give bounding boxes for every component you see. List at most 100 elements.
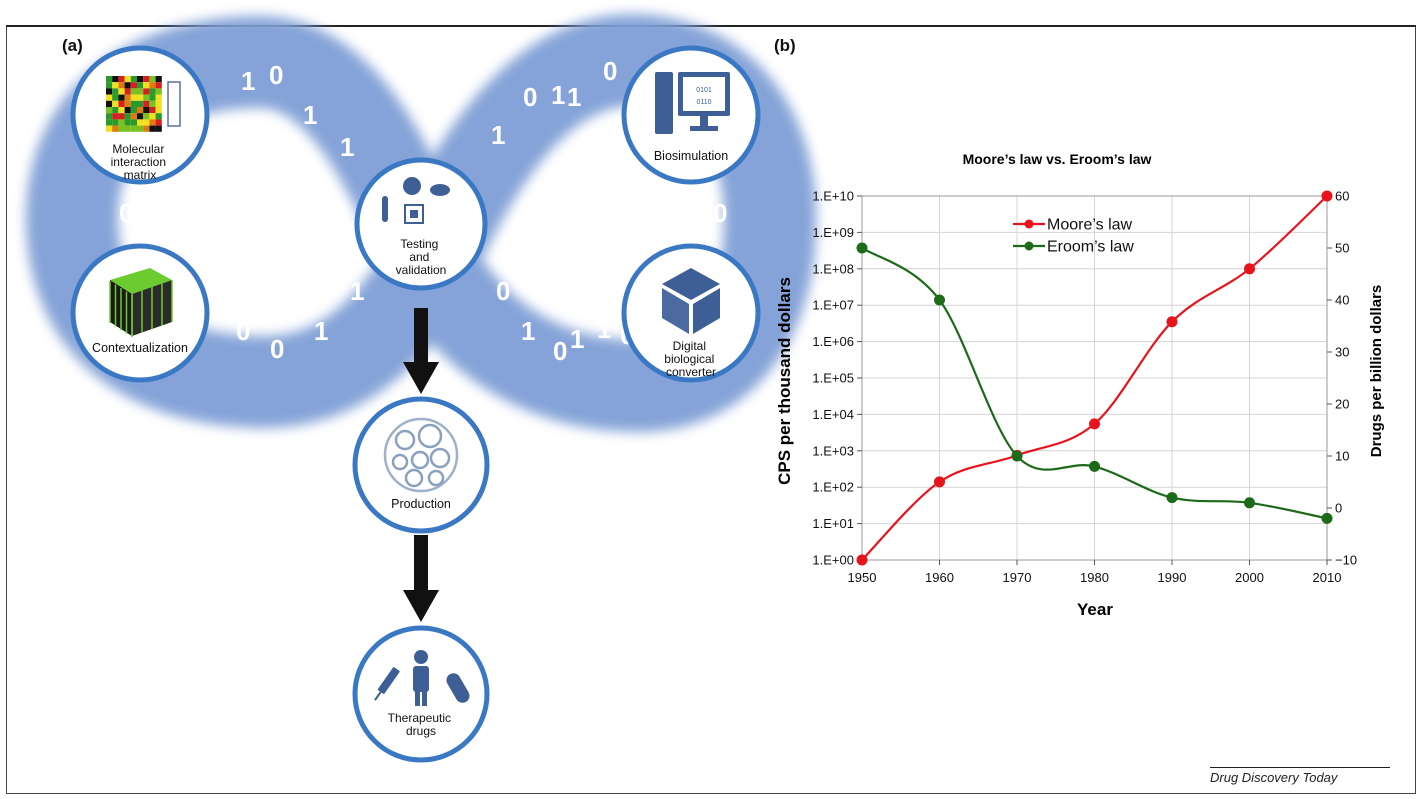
left-tick-label: 1.E+10 [812,189,854,204]
matrix-cell [124,125,131,132]
matrix-cell [106,107,113,114]
matrix-cell [124,113,131,120]
matrix-cell [155,100,162,107]
matrix-cell [130,107,137,114]
label-production: Production [391,497,451,511]
matrix-cell [130,100,137,107]
label-molecular-line1: Molecular [112,142,164,156]
matrix-cell [143,76,150,83]
matrix-cell [130,76,137,83]
matrix-cell [155,76,162,83]
left-tick-label: 1.E+00 [812,553,854,568]
matrix-cell [118,82,125,89]
matrix-cell [112,94,119,101]
legend-marker-moore [1024,219,1034,229]
matrix-cell [155,94,162,101]
matrix-cell [118,94,125,101]
matrix-cell [155,82,162,89]
matrix-cell [124,119,131,126]
left-axis-label: CPS per thousand dollars [775,277,794,485]
binary-digit: 1 [551,80,565,110]
matrix-cell [149,76,156,83]
x-tick-label: 1980 [1080,570,1109,585]
binary-digit: 1 [350,276,364,306]
matrix-cell [143,125,150,132]
matrix-cell [155,125,162,132]
journal-credit: Drug Discovery Today [1210,770,1338,785]
left-axis-ticks: 1.E+001.E+011.E+021.E+031.E+041.E+051.E+… [812,189,862,568]
legend-label-moore: Moore’s law [1047,217,1133,234]
chart-moore-vs-eroom: Moore’s law vs. Eroom’s law 1.E+001.E+01… [775,151,1385,619]
label-contextualization: Contextualization [92,341,188,355]
credit-rule [1210,767,1390,768]
matrix-cell [137,113,144,120]
series-layer [856,190,1333,566]
matrix-cell [143,119,150,126]
label-converter-line1: Digital [673,339,706,353]
right-tick-label: −10 [1335,553,1357,568]
binary-digit: 0 [236,316,250,346]
data-point-moore [856,554,868,566]
panel-label-a: (a) [62,36,83,55]
matrix-cell [106,100,113,107]
matrix-cell [106,76,113,83]
svg-text:0101: 0101 [696,87,712,94]
matrix-icon [106,76,162,132]
matrix-cell [137,119,144,126]
matrix-cell [143,82,150,89]
binary-digit: 1 [597,314,611,344]
matrix-cell [112,100,119,107]
matrix-cell [124,94,131,101]
right-tick-label: 50 [1335,241,1349,256]
chart-title: Moore’s law vs. Eroom’s law [963,151,1152,167]
box-icon [662,268,720,334]
matrix-cell [155,88,162,95]
matrix-cell [112,107,119,114]
svg-text:Testing and valida: Testing and validation [396,237,447,277]
right-axis-label: Drugs per billion dollars [1368,285,1385,458]
data-point-moore [1166,316,1178,328]
matrix-cell [155,113,162,120]
matrix-cell [106,113,113,120]
matrix-cell [149,125,156,132]
svg-text:Therapeutic drugs: Therapeutic drugs [388,711,455,738]
matrix-cell [118,100,125,107]
label-converter-line2: biological [664,352,714,366]
data-point-eroom [1089,460,1100,472]
computer-icon: 0101 0110 [655,72,730,134]
matrix-cell [130,125,137,132]
patient-syringe-pill-icon [374,650,470,706]
node-testing-validation: Testing and validation [354,157,488,291]
node-molecular-interaction-matrix: Molecular interaction matrix [70,45,210,185]
matrix-cell [149,119,156,126]
svg-text:Digital biological: Digital biological converter [664,339,717,379]
left-tick-label: 1.E+09 [812,225,854,240]
right-tick-label: 10 [1335,449,1349,464]
matrix-cell [155,107,162,114]
cube-grid-icon [109,268,173,337]
left-tick-label: 1.E+05 [812,371,854,386]
matrix-cell [106,125,113,132]
matrix-cell [149,100,156,107]
matrix-cell [112,125,119,132]
matrix-cell [112,119,119,126]
matrix-cell [106,88,113,95]
legend-marker-eroom [1024,241,1034,251]
matrix-cell [155,119,162,126]
right-tick-label: 0 [1335,501,1342,516]
matrix-cell [118,125,125,132]
data-point-moore [1321,190,1333,202]
label-molecular-line3: matrix [124,168,157,182]
left-tick-label: 1.E+03 [812,443,854,458]
binary-digit: 1 [567,82,581,112]
x-axis-label: Year [1077,600,1113,619]
matrix-cell [130,82,137,89]
data-point-moore [934,476,945,488]
matrix-cell [112,113,119,120]
matrix-cell [112,76,119,83]
panel-label-b: (b) [774,36,796,55]
right-tick-label: 60 [1335,189,1349,204]
binary-digit: 1 [303,100,317,130]
right-tick-label: 20 [1335,397,1349,412]
